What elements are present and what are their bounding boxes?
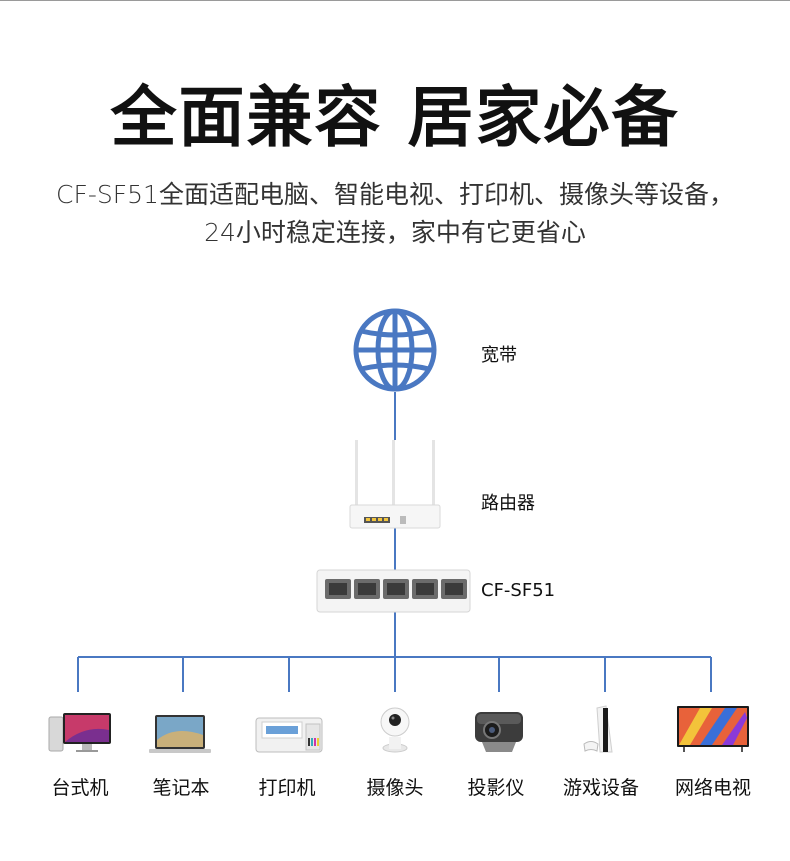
subtitle-line-2: 24小时稳定连接，家中有它更省心 — [204, 218, 586, 247]
top-divider — [0, 0, 790, 1]
broadband-label: 宽带 — [481, 345, 517, 366]
router-icon — [349, 440, 441, 529]
page-title: 全面兼容 居家必备 — [110, 79, 680, 156]
device-label-laptop: 笔记本 — [152, 777, 210, 799]
device-label-tv: 网络电视 — [674, 777, 751, 799]
projector-icon — [475, 712, 523, 752]
device-label-printer: 打印机 — [258, 777, 316, 799]
connection-lines — [77, 392, 712, 692]
device-label-projector: 投影仪 — [467, 777, 525, 799]
switch-icon — [316, 569, 471, 613]
device-label-camera: 摄像头 — [366, 777, 424, 799]
subtitle-line-1: CF-SF51全面适配电脑、智能电视、打印机、摄像头等设备， — [56, 180, 734, 209]
camera-icon — [380, 707, 410, 753]
tv-icon — [677, 706, 749, 752]
game-console-icon — [583, 705, 613, 753]
globe-icon — [353, 308, 437, 392]
device-label-console: 游戏设备 — [562, 777, 639, 799]
printer-icon — [255, 717, 323, 753]
desktop-icon — [48, 713, 111, 752]
router-label: 路由器 — [481, 493, 535, 514]
device-label-desktop: 台式机 — [51, 777, 109, 799]
laptop-icon — [149, 715, 211, 753]
switch-label: CF-SF51 — [481, 580, 556, 601]
